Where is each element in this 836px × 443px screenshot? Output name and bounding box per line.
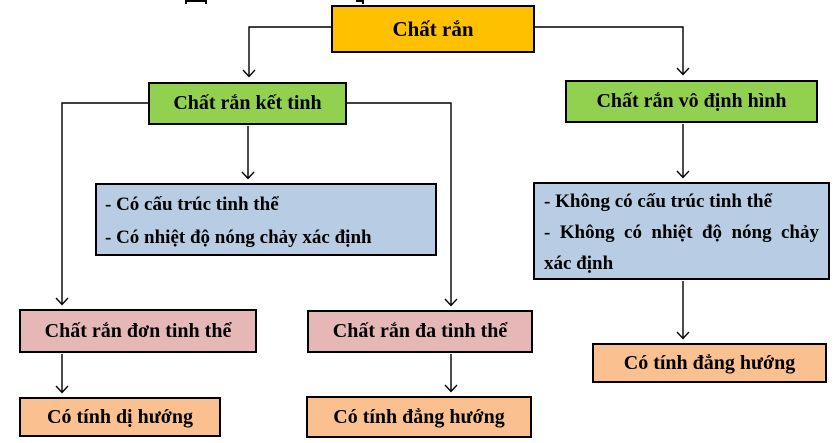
crystalline-property-2: - Có nhiệt độ nóng chảy xác định [105, 227, 372, 248]
edge-root-to-amorphous [534, 26, 690, 76]
node-chat-ran-ket-tinh-label: Chất rắn kết tinh [173, 92, 322, 114]
node-chat-ran-don-tinh-the-label: Chất rắn đơn tinh thể [44, 319, 232, 342]
amorphous-property-2: - Không có nhiệt độ nóng chảy xác định [544, 222, 819, 274]
cropped-text-fragment [356, 0, 364, 4]
node-chat-ran-label: Chất rắn [392, 16, 474, 41]
edge-root-to-crystalline [242, 26, 332, 78]
node-chat-ran-vo-dinh-hinh: Chất rắn vô định hình [565, 80, 818, 123]
node-chat-ran-vo-dinh-hinh-label: Chất rắn vô định hình [596, 90, 787, 112]
node-co-tinh-dang-huong-amorphous: Có tính đẳng hướng [592, 343, 827, 383]
node-chat-ran-don-tinh-the: Chất rắn đơn tinh thể [19, 309, 257, 353]
node-amorphous-properties: - Không có cấu trúc tinh thể - Không có … [533, 182, 830, 280]
node-crystalline-properties: - Có cấu trúc tinh thể - Có nhiệt độ nón… [95, 183, 437, 256]
node-chat-ran-ket-tinh: Chất rắn kết tinh [148, 82, 347, 125]
node-chat-ran-da-tinh-the-label: Chất rắn đa tinh thể [332, 320, 508, 342]
node-chat-ran: Chất rắn [331, 5, 535, 53]
crystalline-property-1: - Có cấu trúc tinh thể [105, 194, 279, 215]
node-co-tinh-dang-huong-poly-label: Có tính đẳng hướng [333, 405, 505, 428]
node-co-tinh-di-huong: Có tính dị hướng [19, 397, 221, 437]
node-co-tinh-dang-huong-amorphous-label: Có tính đẳng hướng [623, 351, 796, 374]
node-co-tinh-di-huong-label: Có tính dị hướng [47, 405, 193, 428]
amorphous-property-1: - Không có cấu trúc tinh thể [544, 191, 772, 212]
cropped-text-fragment [185, 0, 207, 4]
node-co-tinh-dang-huong-poly: Có tính đẳng hướng [306, 396, 532, 438]
node-chat-ran-da-tinh-the: Chất rắn đa tinh thể [307, 310, 533, 353]
